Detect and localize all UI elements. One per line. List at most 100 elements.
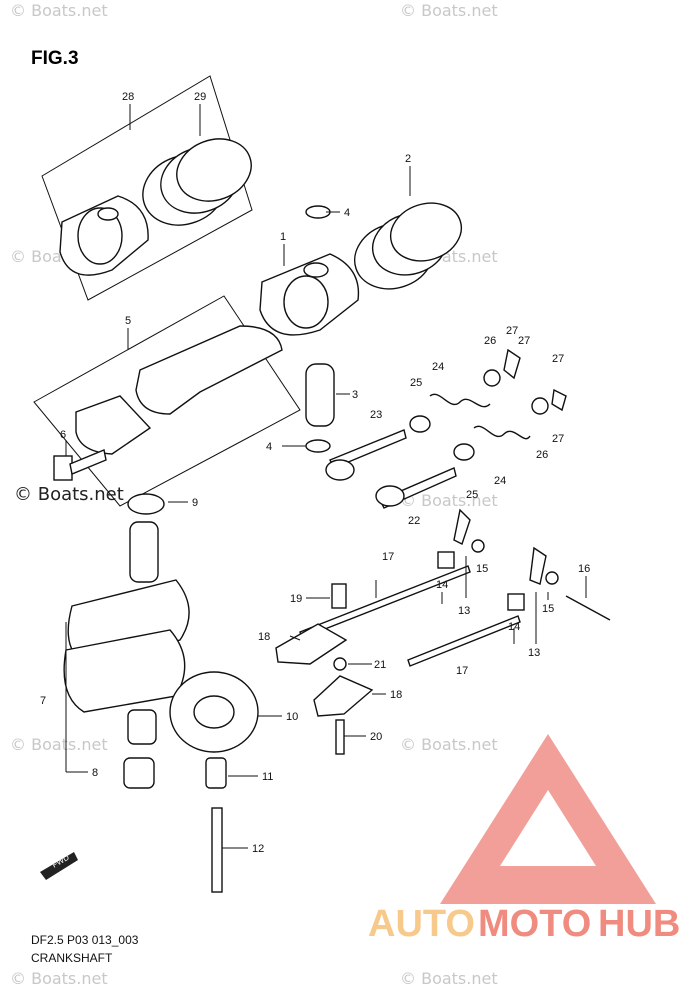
callout-1: 1	[280, 231, 286, 243]
callout-7: 7	[40, 695, 46, 707]
callout-2: 2	[405, 153, 411, 165]
watermark-text: © Boats.net	[10, 969, 108, 988]
piston-pin-3	[305, 363, 335, 427]
callout-18: 18	[390, 689, 402, 701]
bushing-8	[123, 757, 155, 789]
shaft-17a	[299, 565, 471, 639]
callout-15: 15	[542, 603, 554, 615]
oil-seal-9	[127, 493, 165, 515]
callout-10: 10	[286, 711, 298, 723]
clip-4-bottom	[305, 439, 331, 453]
callout-6: 6	[60, 429, 66, 441]
model-code: DF2.5 P03 013_003	[31, 933, 139, 947]
rocker-13b	[529, 546, 547, 585]
callout-13: 13	[528, 647, 540, 659]
pin-16	[565, 595, 611, 621]
callout-15: 15	[476, 563, 488, 575]
callout-19: 19	[290, 593, 302, 605]
retainer-26b	[531, 397, 549, 415]
retainer-25	[409, 415, 431, 433]
watermark-text: © Boats.net	[10, 1, 108, 20]
forward-arrow-shape	[40, 852, 78, 880]
nut-15a	[471, 539, 485, 553]
valve-22-head	[375, 485, 405, 507]
ring-29c	[176, 138, 252, 202]
callout-17: 17	[456, 665, 468, 677]
logo-word-c: HUB	[598, 903, 680, 945]
callout-25: 25	[466, 489, 478, 501]
callout-8: 8	[92, 767, 98, 779]
watermark-text: © Boats.net	[400, 735, 498, 754]
piston-assembly	[259, 202, 463, 453]
callout-13: 13	[458, 605, 470, 617]
logo-word-b: MOTO	[478, 903, 591, 945]
automotohub-logo: AUTO MOTO HUB	[368, 734, 680, 945]
callout-20: 20	[370, 731, 382, 743]
callout-17: 17	[382, 551, 394, 563]
spring-24	[429, 393, 491, 408]
watermark-text: © Boats.net	[400, 1, 498, 20]
watermark-text-dark: © Boats.net	[14, 484, 124, 505]
logo-word-a: AUTO	[368, 903, 475, 945]
rocker-assembly	[275, 508, 611, 755]
triangle-logo-icon	[440, 734, 656, 904]
connecting-rod-group	[33, 295, 301, 507]
piston-1-bore	[283, 275, 329, 329]
crank-tail	[127, 709, 157, 745]
shaft-12	[211, 807, 223, 893]
valve-train	[325, 348, 567, 509]
callout-27: 27	[552, 353, 564, 365]
watermark-layer: © Boats.net © Boats.net © Boats.net © Bo…	[10, 1, 498, 988]
cotter-27	[503, 348, 521, 380]
callout-26: 26	[536, 449, 548, 461]
leader-lines	[65, 104, 587, 849]
lever-18a	[275, 623, 348, 665]
callout-27: 27	[506, 325, 518, 337]
rod-cap-5	[75, 395, 152, 455]
retainer-26	[483, 369, 501, 387]
crankshaft-journal	[129, 521, 159, 583]
callout-27: 27	[552, 433, 564, 445]
figure-name: CRANKSHAFT	[31, 951, 113, 965]
callout-26: 26	[484, 335, 496, 347]
connecting-rod-5	[135, 325, 283, 415]
forward-arrow-icon: FWD	[40, 852, 78, 880]
group-bracket	[33, 295, 301, 507]
retainer-25b	[453, 443, 475, 461]
callout-21: 21	[374, 659, 386, 671]
callout-12: 12	[252, 843, 264, 855]
callout-14: 14	[436, 579, 448, 591]
piston-kit-group	[41, 75, 253, 301]
watermark-text: © Boats.net	[400, 491, 498, 510]
callout-24: 24	[494, 475, 506, 487]
callout-4: 4	[344, 207, 350, 219]
nut-15b	[545, 571, 559, 585]
spring-24b	[473, 425, 531, 440]
valve-23-head	[325, 459, 355, 481]
leader-line	[289, 635, 301, 641]
callout-3: 3	[352, 389, 358, 401]
callout-27: 27	[518, 335, 530, 347]
callout-labels: 28 29 2 4 1 5 3 26 27 27 27 25 24 23 6 4…	[40, 91, 590, 855]
bolt-6-head	[53, 455, 73, 481]
rocker-13a	[453, 508, 471, 545]
callout-23: 23	[370, 409, 382, 421]
callout-9: 9	[192, 497, 198, 509]
callout-14: 14	[508, 621, 520, 633]
piston-1-pinhole	[303, 262, 329, 278]
spring-14b	[507, 593, 525, 611]
watermark-text: © Boats.net	[400, 969, 498, 988]
callout-29: 29	[194, 91, 206, 103]
callout-25: 25	[410, 377, 422, 389]
crankshaft-group	[63, 493, 259, 893]
lever-18b	[313, 675, 374, 717]
figure-title: FIG.3	[31, 48, 79, 69]
callout-18: 18	[258, 631, 270, 643]
pin-hole	[97, 207, 119, 221]
watermark-text: © Boats.net	[10, 735, 108, 754]
callout-22: 22	[408, 515, 420, 527]
callout-16: 16	[578, 563, 590, 575]
piston-bore	[77, 207, 123, 265]
bolt-6-shank	[69, 449, 107, 475]
